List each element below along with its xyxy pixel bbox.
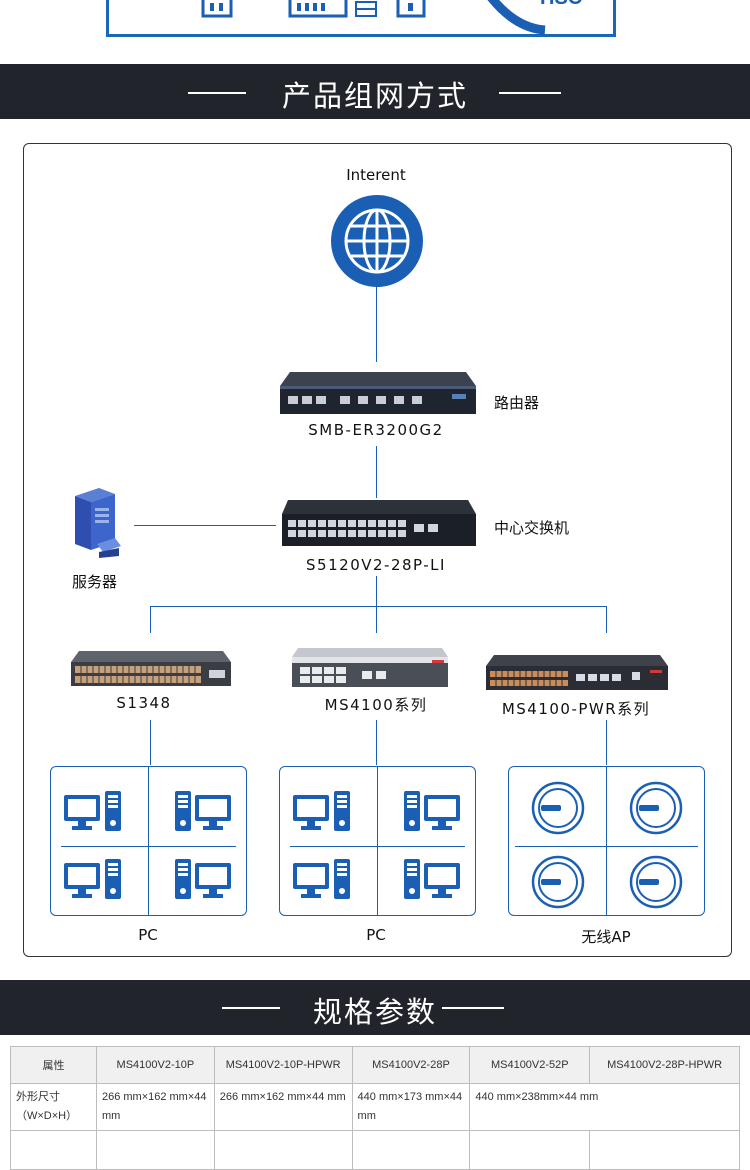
core-switch-model: S5120V2-28P-LI <box>306 556 446 574</box>
spec-value-cell: 266 mm×162 mm×44 mm <box>213 1083 353 1131</box>
header-dash-left <box>188 92 246 94</box>
core-switch-label: 中心交换机 <box>494 519 570 537</box>
pc-icon <box>293 791 350 831</box>
pc-icon <box>64 791 121 831</box>
pc-group-2 <box>279 766 476 916</box>
svg-text:HSC: HSC <box>540 0 582 9</box>
specs-section-header: 规格参数 <box>0 980 750 1035</box>
spec-value-cell: 440 mm×173 mm×44 mm <box>351 1083 471 1131</box>
router-label: 路由器 <box>494 394 540 412</box>
pc-icon <box>404 859 460 899</box>
spec-header-cell: MS4100V2-10P <box>95 1046 215 1084</box>
wireless-ap-icon <box>629 781 683 835</box>
line-bus-pwr <box>606 606 607 633</box>
banner-icons: HSC <box>201 0 582 34</box>
spec-row: 外形尺寸（W×D×H） 266 mm×162 mm×44 mm 266 mm×1… <box>10 1083 740 1131</box>
networking-section-header: 产品组网方式 <box>0 64 750 119</box>
router-model: SMB-ER3200G2 <box>308 421 444 439</box>
spec-cell-empty <box>469 1130 591 1170</box>
line-router-core <box>376 446 377 498</box>
s1348-switch-icon <box>71 651 231 686</box>
spec-header-cell: MS4100V2-28P <box>351 1046 471 1084</box>
spec-header-cell: MS4100V2-28P-HPWR <box>589 1046 740 1084</box>
ms4100-switch-icon <box>292 648 448 687</box>
pc-icon <box>175 791 231 831</box>
spec-cell-empty <box>213 1130 353 1170</box>
group-divider-h <box>515 846 698 847</box>
spec-attribute-cell: 外形尺寸（W×D×H） <box>10 1083 97 1131</box>
pc-icon <box>404 791 460 831</box>
header-dash-right <box>442 1007 504 1009</box>
spec-cell-empty <box>95 1130 215 1170</box>
line-core-branch <box>376 576 377 606</box>
group-divider-h <box>290 846 465 847</box>
spec-header-cell: MS4100V2-52P <box>469 1046 591 1084</box>
spec-header-row: 属性 MS4100V2-10P MS4100V2-10P-HPWR MS4100… <box>10 1046 740 1084</box>
networking-section-title: 产品组网方式 <box>281 79 468 113</box>
spec-row-partial <box>10 1130 740 1170</box>
core-switch-icon <box>282 500 476 546</box>
pc-group-1 <box>50 766 247 916</box>
group-divider-v <box>377 767 378 915</box>
spec-cell-empty <box>589 1130 740 1170</box>
line-bus-s1348 <box>150 606 151 633</box>
ms4100-model: MS4100系列 <box>324 696 428 714</box>
line-internet-router <box>376 286 377 362</box>
line-bus-ms4100 <box>376 606 377 633</box>
pc-icon <box>175 859 231 899</box>
router-device-icon <box>280 372 476 414</box>
s1348-model: S1348 <box>116 694 172 712</box>
header-dash-left <box>222 1007 280 1009</box>
pc-icon <box>293 859 350 899</box>
line-ms4100-group <box>376 720 377 765</box>
globe-icon <box>331 195 423 287</box>
ap-group <box>508 766 705 916</box>
line-s1348-group <box>150 720 151 765</box>
network-diagram: Interent 路由器 SMB-ER3200G2 中心交 <box>23 143 732 957</box>
line-branch-bus <box>150 606 606 607</box>
banner-frame <box>106 0 616 37</box>
spec-table: 属性 MS4100V2-10P MS4100V2-10P-HPWR MS4100… <box>10 1046 740 1170</box>
wireless-ap-icon <box>531 855 585 909</box>
pc-group-2-label: PC <box>366 926 386 944</box>
wireless-ap-icon <box>531 781 585 835</box>
ms4100-pwr-switch-icon <box>486 655 668 690</box>
pc-group-1-label: PC <box>138 926 158 944</box>
internet-label: Interent <box>346 166 406 184</box>
line-server-core <box>134 525 276 526</box>
spec-cell-empty <box>351 1130 471 1170</box>
group-divider-v <box>606 767 607 915</box>
wireless-ap-icon <box>629 855 683 909</box>
line-pwr-group <box>606 720 607 765</box>
specs-section-title: 规格参数 <box>312 995 437 1029</box>
spec-header-cell: MS4100V2-10P-HPWR <box>213 1046 353 1084</box>
spec-cell-empty <box>10 1130 97 1170</box>
server-label: 服务器 <box>72 573 118 591</box>
server-icon <box>75 488 121 558</box>
spec-value-cell: 266 mm×162 mm×44 mm <box>95 1083 215 1131</box>
ms4100-pwr-model: MS4100-PWR系列 <box>501 700 651 718</box>
group-divider-v <box>148 767 149 915</box>
group-divider-h <box>61 846 236 847</box>
spec-header-cell: 属性 <box>10 1046 97 1084</box>
header-dash-right <box>499 92 561 94</box>
spec-value-cell-merged: 440 mm×238mm×44 mm <box>469 1083 740 1131</box>
ap-group-label: 无线AP <box>581 928 631 946</box>
top-banner: HSC <box>0 0 750 64</box>
pc-icon <box>64 859 121 899</box>
